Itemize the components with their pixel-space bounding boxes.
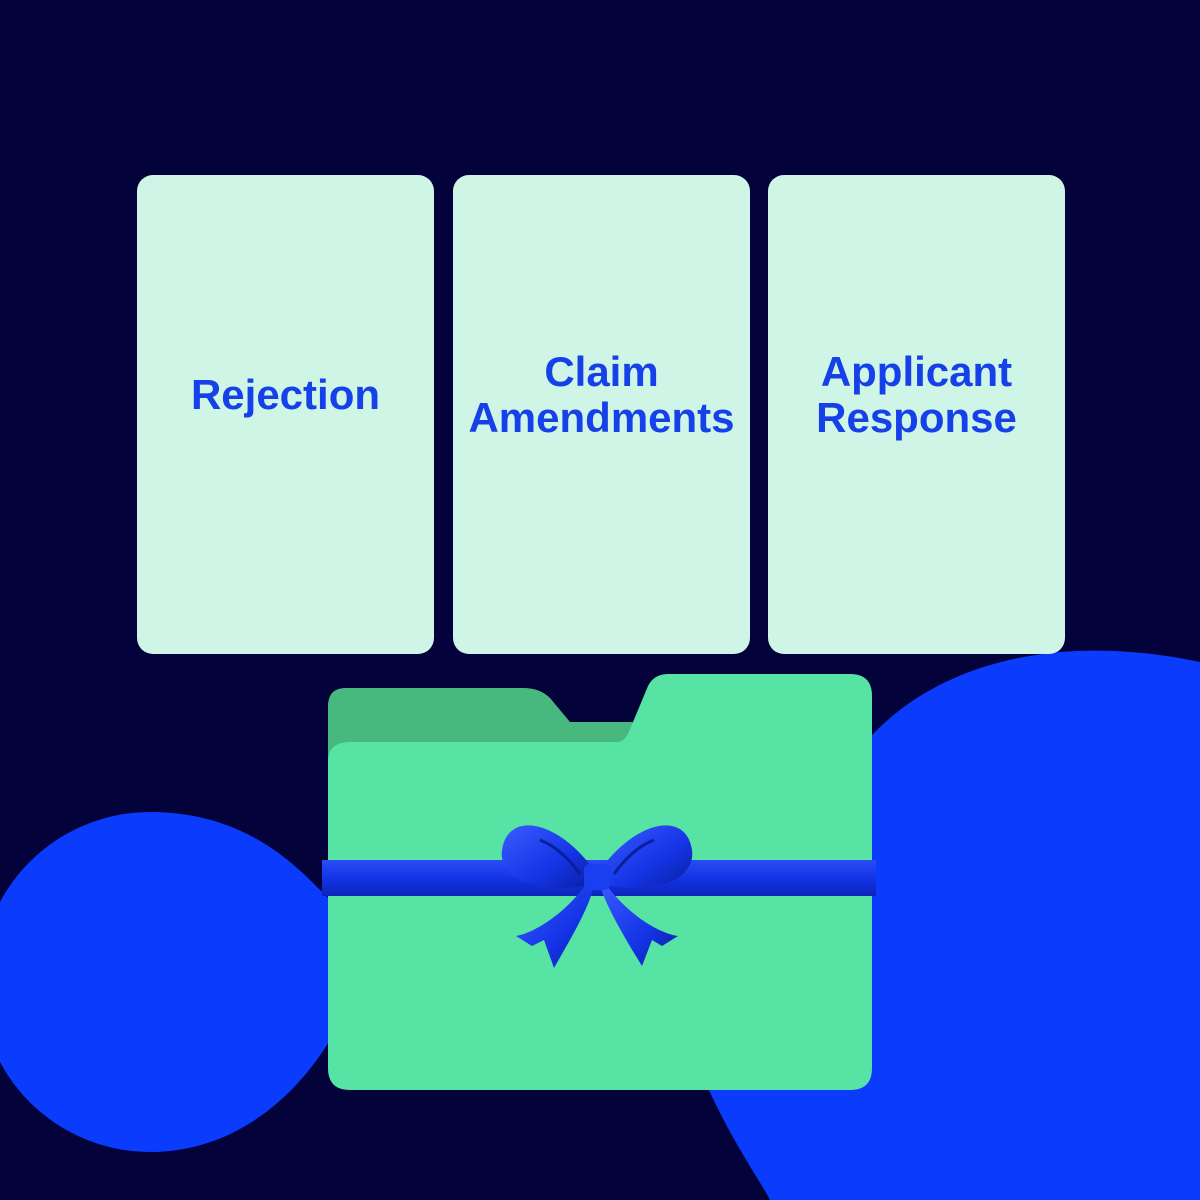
- folder-icon: [318, 670, 888, 1100]
- card-label: Claim Amendments: [468, 349, 734, 441]
- card-label: Applicant Response: [816, 349, 1017, 441]
- card-applicant-response: Applicant Response: [768, 175, 1065, 654]
- blob-bridge: [150, 812, 330, 1152]
- card-label: Rejection: [191, 372, 380, 418]
- card-rejection: Rejection: [137, 175, 434, 654]
- card-claim-amendments: Claim Amendments: [453, 175, 750, 654]
